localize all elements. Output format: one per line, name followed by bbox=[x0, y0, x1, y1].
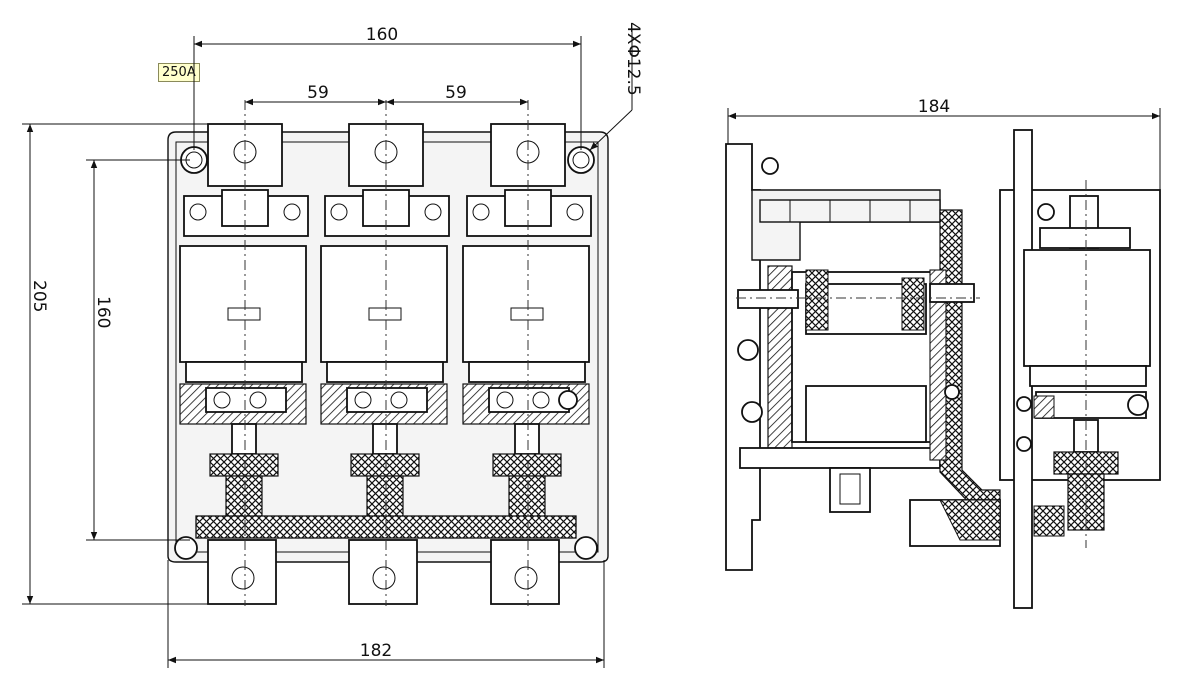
dim-depth: 184 bbox=[918, 97, 950, 117]
rating-badge: 250A bbox=[158, 63, 200, 82]
dim-height-total: 205 bbox=[29, 280, 49, 312]
front-view: 160 59 59 4XΦ12.5 205 160 182 bbox=[22, 22, 643, 668]
dim-pitch-left: 59 bbox=[307, 83, 329, 103]
holes-note: 4XΦ12.5 bbox=[623, 22, 643, 96]
pole-2 bbox=[320, 123, 450, 605]
dim-width-bottom: 182 bbox=[360, 641, 392, 661]
dim-pitch-right: 59 bbox=[445, 83, 467, 103]
side-view: 184 bbox=[725, 97, 1161, 609]
dim-height-mount: 160 bbox=[93, 296, 113, 328]
dim-width-top: 160 bbox=[366, 25, 398, 45]
